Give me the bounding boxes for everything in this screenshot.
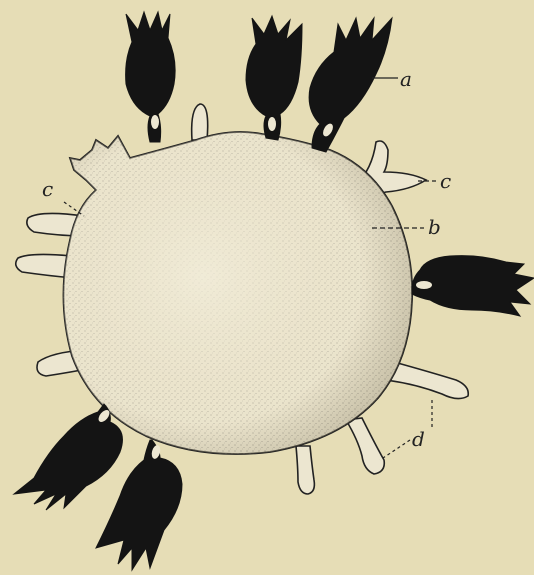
label-b: b	[428, 215, 441, 239]
label-d: d	[412, 427, 425, 451]
label-c-right: c	[440, 169, 451, 193]
label-a: a	[400, 67, 412, 91]
leader-d-2	[380, 440, 410, 460]
cup-top-middle	[246, 16, 302, 140]
label-c-left: c	[42, 177, 53, 201]
cup-top-left	[126, 12, 176, 142]
process-bottom-middle	[296, 446, 314, 494]
cell-body	[63, 132, 412, 454]
process-top	[192, 104, 208, 140]
cup-top-right	[309, 18, 392, 152]
process-bottom-right	[346, 418, 384, 474]
process-right-lower	[386, 362, 468, 399]
cup-right	[412, 256, 534, 316]
cup-bottom-left	[14, 404, 122, 510]
